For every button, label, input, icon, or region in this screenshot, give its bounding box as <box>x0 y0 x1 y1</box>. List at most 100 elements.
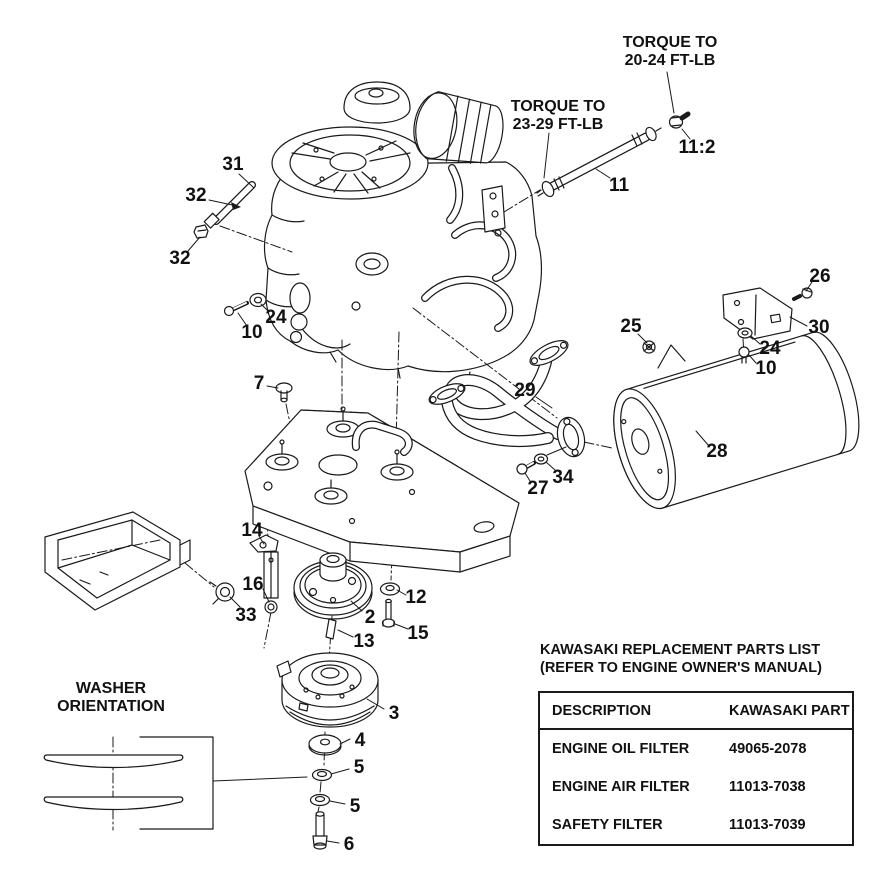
part-number: 49065-2078 <box>729 741 807 757</box>
washer-5-upper <box>311 768 333 782</box>
callout-34: 34 <box>552 467 574 488</box>
washer-cross-section <box>43 754 184 769</box>
engine-side-bracket <box>481 185 506 233</box>
rubber-mount <box>326 406 360 438</box>
washer-5-lower <box>309 793 331 807</box>
muffler-28 <box>613 287 860 510</box>
washer-cross-section <box>43 796 184 811</box>
exhaust-pipes-29 <box>428 340 586 458</box>
table-row: ENGINE OIL FILTER 49065-2078 <box>539 729 853 768</box>
washer-orientation-label: WASHER ORIENTATION <box>57 680 165 716</box>
part-description: ENGINE OIL FILTER <box>552 741 690 757</box>
callout-15: 15 <box>407 623 429 644</box>
part-description: ENGINE AIR FILTER <box>552 779 690 795</box>
table-row: ENGINE AIR FILTER 11013-7038 <box>539 768 853 806</box>
callout-33: 33 <box>235 605 257 626</box>
muffler-hanger-tab <box>657 344 686 369</box>
bolt-15 <box>381 598 396 628</box>
starter-solenoid <box>289 282 311 314</box>
part-number: 11013-7039 <box>729 817 806 833</box>
callout-14: 14 <box>241 520 263 541</box>
leader-lines <box>187 71 813 844</box>
header-kawasaki-part: KAWASAKI PART <box>725 692 853 730</box>
callout-13: 13 <box>353 631 375 652</box>
callout-29: 29 <box>514 380 536 401</box>
part-description: SAFETY FILTER <box>552 817 663 833</box>
exhaust-outlet-flange <box>556 416 586 458</box>
callout-10-left: 10 <box>241 322 263 343</box>
pulley-2 <box>293 552 373 620</box>
air-filter-cover <box>343 81 411 124</box>
exhaust-flange-right <box>529 340 569 366</box>
bolt-6 <box>312 811 328 850</box>
callout-32-upper: 32 <box>185 185 207 206</box>
callout-2: 2 <box>364 607 376 628</box>
callout-28: 28 <box>706 441 728 462</box>
callout-32-lower: 32 <box>169 248 191 269</box>
plate-center-hole <box>318 454 358 476</box>
callout-16: 16 <box>242 574 264 595</box>
torque-label-23-29: TORQUE TO 23-29 FT-LB <box>511 98 606 134</box>
hose-top-fitting <box>645 126 662 142</box>
bolt-10-washer-24-left <box>223 292 267 317</box>
hose-end-fitting <box>536 180 555 198</box>
header-description: DESCRIPTION <box>539 692 725 730</box>
bolt-26 <box>792 287 813 301</box>
callout-5-upper: 5 <box>353 757 365 778</box>
callout-5-lower: 5 <box>349 796 361 817</box>
washer-24-right <box>737 327 753 339</box>
oil-fill-cover <box>355 252 389 276</box>
nut-25 <box>642 340 656 354</box>
mounting-plate <box>244 406 520 573</box>
clip-33 <box>209 581 235 605</box>
table-row: SAFETY FILTER 11013-7039 <box>539 806 853 845</box>
callout-6: 6 <box>343 834 355 855</box>
callout-24-right: 24 <box>759 338 781 359</box>
callout-30: 30 <box>808 317 830 338</box>
torque-label-line1: TORQUE TO <box>510 98 606 115</box>
washer-12 <box>379 582 401 596</box>
torque-label-20-24: TORQUE TO 20-24 FT-LB <box>623 34 718 70</box>
parts-list-title-line1: KAWASAKI REPLACEMENT PARTS LIST <box>540 642 821 658</box>
rubber-mount <box>314 479 348 505</box>
parts-list-table: DESCRIPTION KAWASAKI PART ENGINE OIL FIL… <box>538 691 854 846</box>
bolt-10-right <box>738 346 750 364</box>
parts-table-header-row: DESCRIPTION KAWASAKI PART <box>539 692 853 730</box>
callout-25: 25 <box>620 316 642 337</box>
callout-24-left: 24 <box>265 307 287 328</box>
belt-guard-tray <box>44 511 191 611</box>
callout-31: 31 <box>222 154 244 175</box>
callout-12: 12 <box>405 587 427 608</box>
spacer-4 <box>308 734 342 756</box>
washer-orientation-detail <box>43 736 308 831</box>
rubber-mount <box>265 439 299 471</box>
bolt-7 <box>275 382 293 403</box>
exhaust-flange-left <box>428 383 466 405</box>
parts-list-title: KAWASAKI REPLACEMENT PARTS LIST (REFER T… <box>540 641 822 677</box>
callout-3: 3 <box>388 703 400 724</box>
drain-tube-31 <box>193 181 256 239</box>
torque-label-line1: TORQUE TO <box>622 34 718 51</box>
clutch-3 <box>276 652 379 728</box>
muffler-bracket-30 <box>722 287 793 340</box>
engine-assembly <box>263 81 542 381</box>
bolt-27-washer-34 <box>516 446 567 475</box>
callout-4: 4 <box>354 730 366 751</box>
rubber-mount <box>380 449 414 481</box>
nut-16 <box>264 600 278 614</box>
callout-11-2: 11:2 <box>678 137 716 158</box>
drain-hose-11 <box>536 111 691 198</box>
torque-label-line2: 20-24 FT-LB <box>624 52 716 69</box>
callout-10-right: 10 <box>755 358 777 379</box>
air-cleaner-canister <box>413 91 504 164</box>
parts-list-title-line2: (REFER TO ENGINE OWNER'S MANUAL) <box>540 660 822 676</box>
washer-orientation-line2: ORIENTATION <box>57 698 165 715</box>
callout-26: 26 <box>809 266 831 287</box>
callout-11: 11 <box>608 175 630 196</box>
key-13 <box>325 618 337 640</box>
intake-manifold <box>421 164 517 332</box>
engine-block-outline <box>263 161 542 373</box>
part-number: 11013-7038 <box>729 779 806 795</box>
